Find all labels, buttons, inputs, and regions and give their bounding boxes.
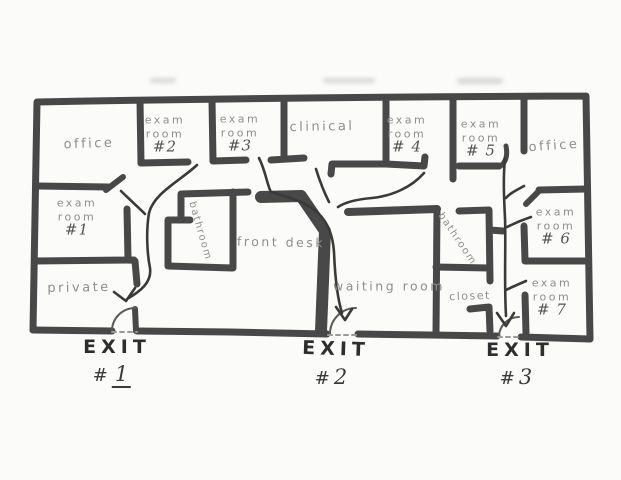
room-number-exam-4: # 4 xyxy=(392,137,422,156)
room-label-waiting-room: waiting room xyxy=(333,278,445,294)
door-arc-exit-3 xyxy=(498,315,520,337)
exit-thresholds xyxy=(111,331,522,338)
wall-outer-bottom xyxy=(29,326,594,343)
room-number-exam-2: #2 xyxy=(152,137,178,156)
exit-3-hash: # xyxy=(499,368,515,389)
exit-2-digit: 2 xyxy=(333,365,348,389)
exit-1-number: #1 xyxy=(92,362,132,388)
room-label-exam-3: exam room #3 xyxy=(220,113,261,154)
room-label-exam-7: exam room # 7 xyxy=(532,277,573,318)
exit-1-digit: 1 xyxy=(111,362,132,388)
walls xyxy=(29,92,594,343)
exit-2-number: #2 xyxy=(315,365,347,389)
room-label-exam-7-line2: room xyxy=(532,290,572,304)
room-label-exam-1-line1: exam xyxy=(56,196,98,210)
wall-front-desk-counter xyxy=(255,190,331,337)
room-number-exam-6: # 6 xyxy=(541,229,571,248)
exit-1-hash: # xyxy=(92,365,108,386)
pencil-smudge xyxy=(457,78,503,84)
room-label-exam-1: exam room #1 xyxy=(57,197,98,238)
pencil-smudge xyxy=(323,78,375,83)
walls-bathroom-left xyxy=(164,188,252,272)
route-to-exit-1 xyxy=(112,163,199,303)
walls-center-block xyxy=(432,205,507,337)
route-to-exit-3 xyxy=(495,156,533,328)
room-label-exam-5-line2: room xyxy=(461,131,501,145)
room-label-exam-2-line1: exam xyxy=(144,113,186,127)
room-label-office-left: office xyxy=(63,135,115,153)
room-number-exam-7: # 7 xyxy=(537,300,567,319)
exit-2-label: EXIT xyxy=(301,336,371,362)
evacuation-routes xyxy=(112,156,533,328)
room-label-exam-5: exam room # 5 xyxy=(461,118,502,159)
room-label-clinical: clinical xyxy=(289,118,355,136)
room-label-exam-3-line2: room xyxy=(220,126,260,140)
room-label-front-desk: front desk xyxy=(236,233,326,251)
room-label-exam-4: exam room # 4 xyxy=(387,114,428,155)
room-label-exam-5-line1: exam xyxy=(460,117,502,131)
walls-left-block xyxy=(31,182,141,288)
room-label-exam-7-line1: exam xyxy=(531,276,573,290)
room-label-exam-4-line2: room xyxy=(387,127,427,141)
room-label-exam-3-line1: exam xyxy=(219,112,261,126)
walls-top-row-room-bottoms xyxy=(137,153,503,178)
wall-waiting-room-top xyxy=(344,205,441,216)
exit-2-hash: # xyxy=(314,368,330,389)
pencil-smudge xyxy=(150,78,176,83)
room-label-exam-6-line1: exam xyxy=(535,205,577,219)
exit-3-label: EXIT xyxy=(486,339,554,361)
room-label-exam-4-line1: exam xyxy=(386,113,428,127)
door-leaf-exit-1 xyxy=(132,306,139,334)
door-leaf-office-left xyxy=(103,174,126,193)
room-label-office-right: office xyxy=(528,136,580,156)
room-number-exam-5: # 5 xyxy=(466,141,496,160)
door-arc-exit-1 xyxy=(111,306,136,331)
exit-3-number: #3 xyxy=(500,365,532,389)
room-label-exam-6: exam room # 6 xyxy=(536,206,577,247)
wall-outer-top-left-right xyxy=(29,92,594,343)
walls-top-row-dividers xyxy=(136,93,528,183)
room-label-private: private xyxy=(47,279,111,297)
walls-right-block xyxy=(520,185,590,337)
exit-1-label: EXIT xyxy=(83,336,151,358)
room-label-exam-1-line2: room xyxy=(57,210,97,224)
doors xyxy=(103,143,542,338)
exit-3-digit: 3 xyxy=(518,365,533,389)
room-label-exam-2: exam room #2 xyxy=(145,114,186,155)
room-number-exam-1: #1 xyxy=(64,220,90,239)
room-number-exam-3: #3 xyxy=(227,136,253,155)
room-label-exam-2-line2: room xyxy=(145,127,185,141)
route-to-exit-2 xyxy=(257,156,426,322)
room-label-exam-6-line2: room xyxy=(536,219,576,233)
door-leaf-office-right xyxy=(523,188,542,207)
room-label-closet: closet xyxy=(448,288,492,304)
